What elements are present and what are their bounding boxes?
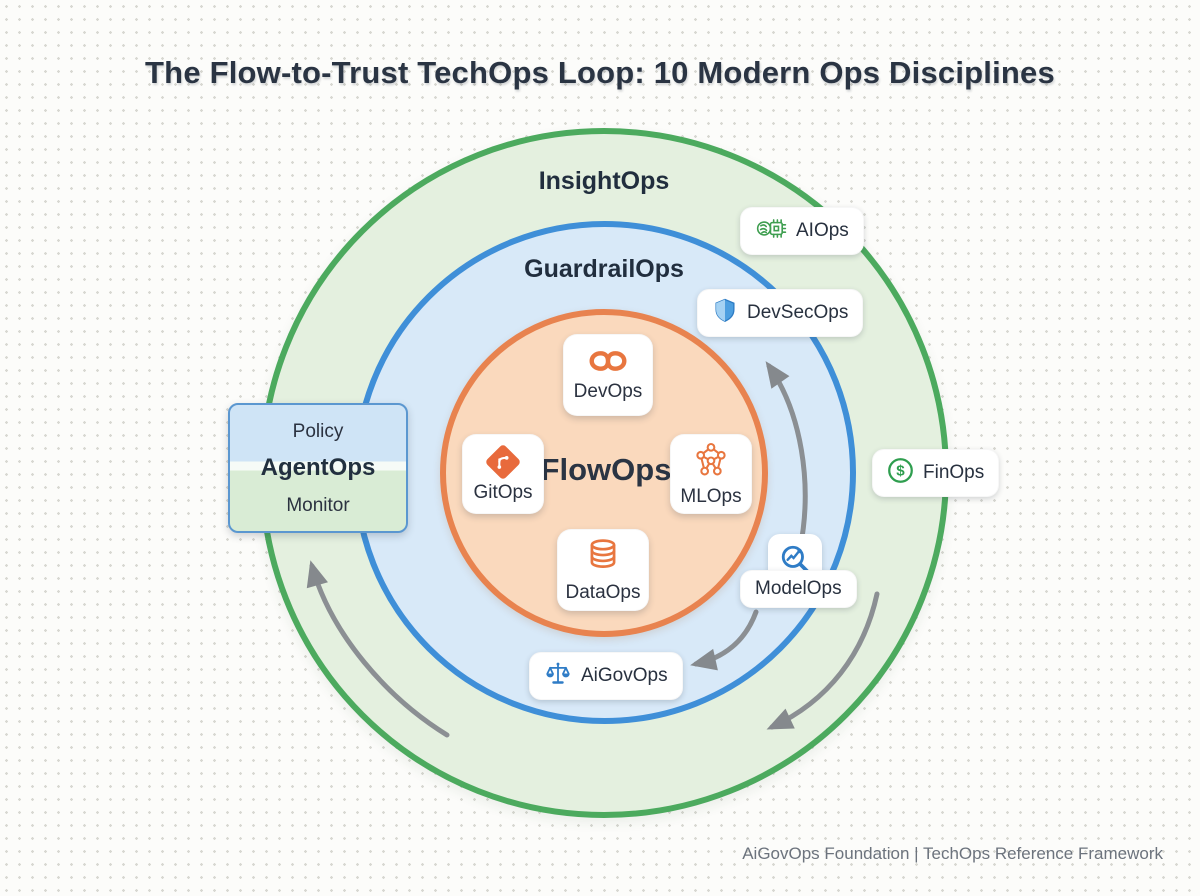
footer-attribution: AiGovOps Foundation | TechOps Reference … [742,844,1163,863]
insightops-label: InsightOps [538,167,670,195]
model-analytics-icon [778,542,812,581]
badge-label: FinOps [923,462,985,483]
aiops-badge: AIOps [740,207,864,255]
card-label: MLOps [680,485,742,507]
badge-label: DevSecOps [747,302,849,323]
finops-badge: $ FinOps [872,449,1000,497]
badge-label: ModelOps [755,578,842,599]
neural-network-icon [691,441,731,484]
infinity-icon [585,348,631,379]
flowops-label: FlowOps [540,452,672,487]
agentops-monitor-label: Monitor [286,495,350,516]
modelops-badge: ModelOps [740,570,857,608]
agentops-label: AgentOps [260,454,376,481]
devsecops-badge: DevSecOps [697,289,864,337]
ai-chip-brain-icon [755,215,787,247]
mlops-card: MLOps [670,434,752,514]
card-label: DataOps [565,581,641,603]
agentops-box: Policy AgentOps Monitor [228,403,408,533]
gitops-card: GitOps [462,434,544,514]
scales-icon [544,660,572,692]
shield-icon [712,297,738,329]
dataops-card: DataOps [557,529,649,611]
agentops-policy-label: Policy [292,421,344,442]
guardrailops-label: GuardrailOps [524,255,684,283]
card-label: DevOps [573,380,643,402]
git-branch-icon [484,443,522,481]
database-icon [584,537,622,580]
devops-card: DevOps [563,334,653,416]
badge-label: AIOps [796,220,849,241]
page-title: The Flow-to-Trust TechOps Loop: 10 Moder… [145,55,1055,90]
aigovops-badge: AiGovOps [529,652,683,700]
svg-text:$: $ [896,463,905,480]
dollar-circle-icon: $ [887,457,914,489]
badge-label: AiGovOps [581,665,668,686]
card-label: GitOps [473,482,533,503]
